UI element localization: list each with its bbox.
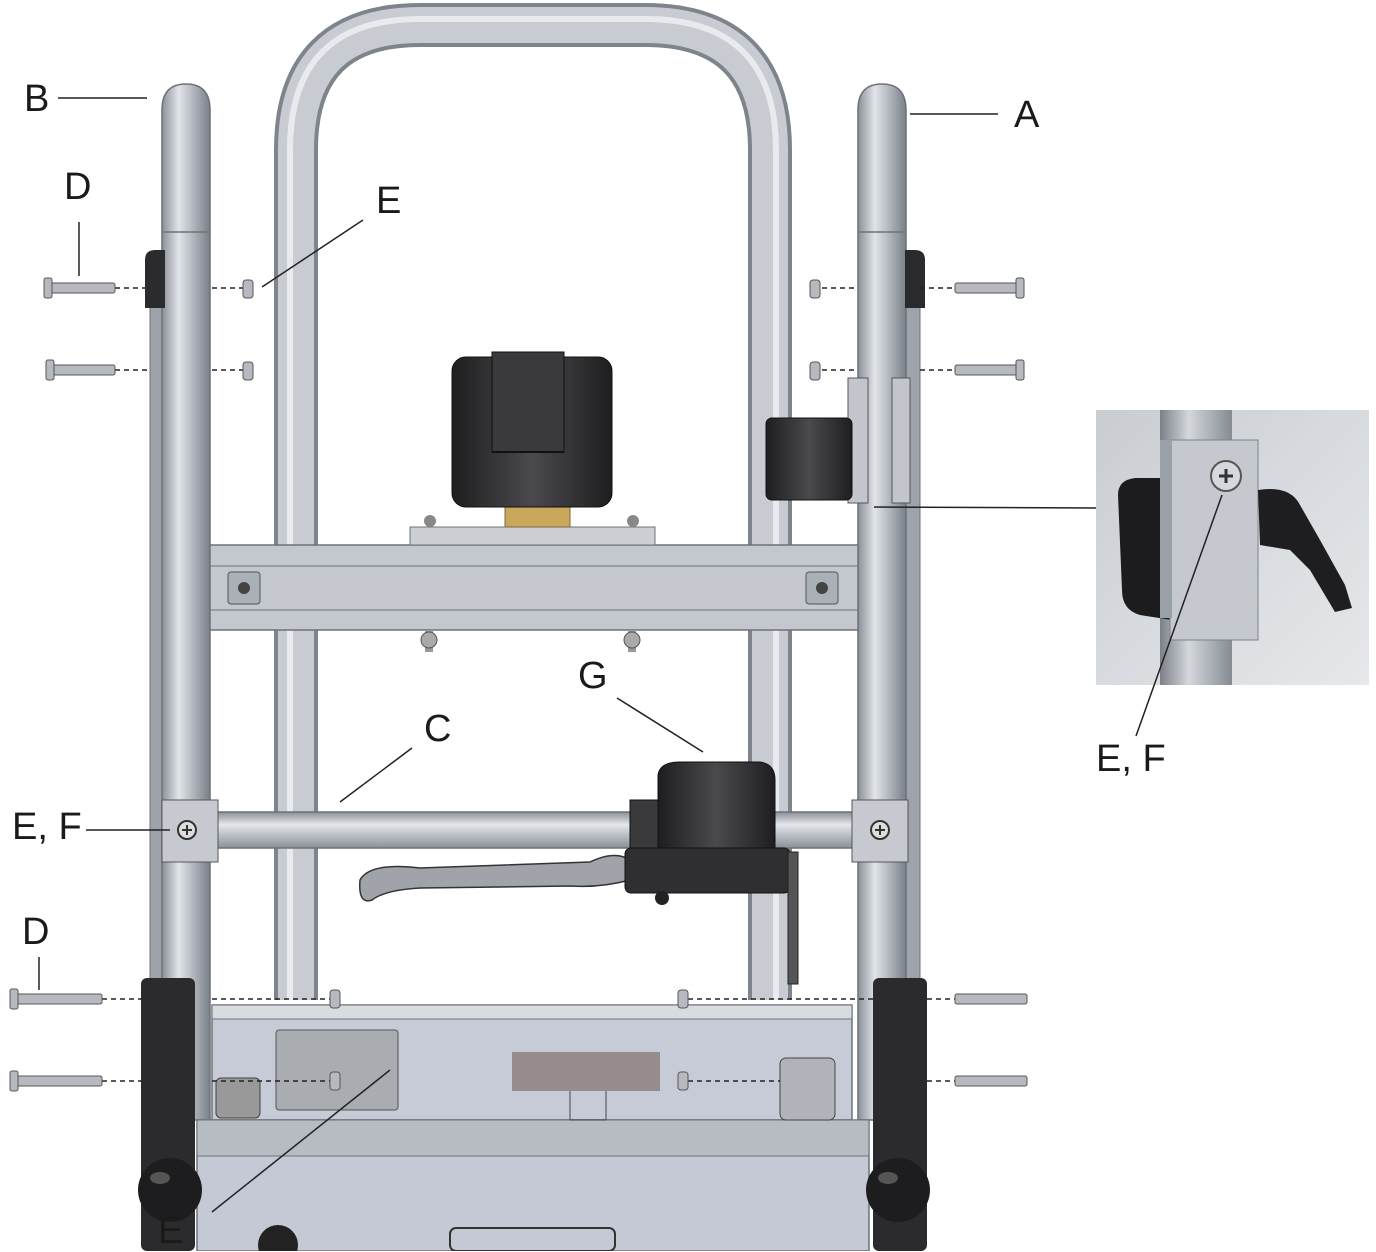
redacted-label <box>512 1052 660 1091</box>
inset-photo <box>1096 410 1369 685</box>
bottom-guards <box>138 978 930 1251</box>
right-end-cap <box>905 250 925 308</box>
label-d-top: D <box>64 166 92 208</box>
right-handle-tube <box>857 83 907 1121</box>
label-e-bottom: E <box>158 1210 184 1252</box>
motor-assembly <box>409 351 656 546</box>
leader-lines <box>38 97 1223 1213</box>
label-c: C <box>424 708 452 750</box>
label-e-top: E <box>376 180 402 222</box>
label-g: G <box>578 655 608 697</box>
label-ef-photo: E, F <box>1096 738 1166 780</box>
side-lock-bracket <box>765 377 911 504</box>
beam-bolts <box>420 630 641 652</box>
cross-beam <box>209 544 859 631</box>
label-a: A <box>1014 94 1040 136</box>
label-b: B <box>24 78 50 120</box>
brake-lever-g <box>359 761 799 985</box>
label-d-bottom: D <box>22 911 50 953</box>
label-ef-left: E, F <box>12 806 82 848</box>
lower-chassis <box>196 1004 870 1251</box>
upper-bolts-d <box>43 277 1025 381</box>
left-handle-tube <box>161 83 211 1121</box>
left-end-cap <box>145 250 165 308</box>
arch-frame <box>274 3 792 1000</box>
lower-bolts-d <box>9 988 1028 1092</box>
